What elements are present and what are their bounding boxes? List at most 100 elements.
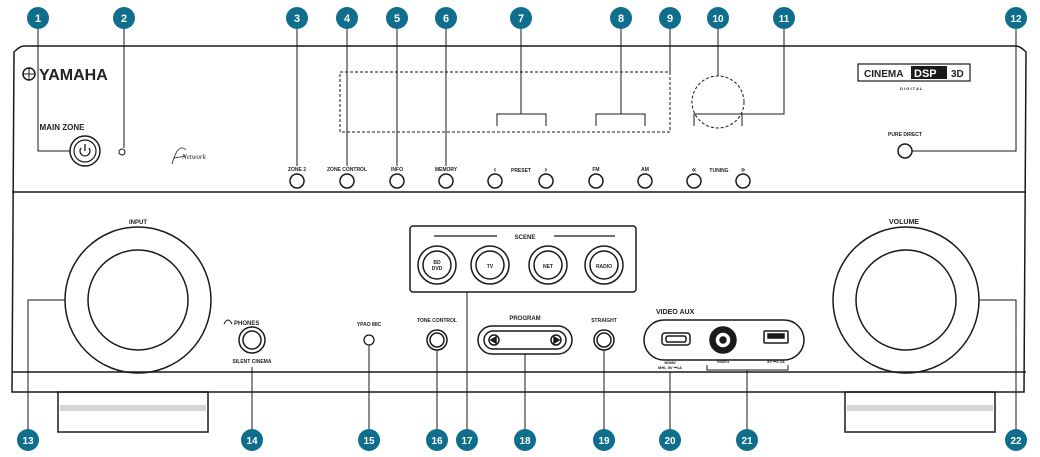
program-left-button[interactable] xyxy=(488,334,500,346)
leader-13 xyxy=(27,299,65,434)
pure-direct-label: PURE DIRECT xyxy=(888,132,922,138)
scene-dvd-label: DVD xyxy=(432,266,443,272)
callout-17: 17 xyxy=(461,436,473,447)
leader-12 xyxy=(912,28,1017,152)
zone2-label: ZONE 2 xyxy=(288,167,306,173)
am-label: AM xyxy=(641,167,649,173)
tuning-right-glyph: » xyxy=(741,165,746,174)
video-aux-frame xyxy=(643,319,805,361)
callout-10-badge xyxy=(707,7,729,29)
headphones-icon xyxy=(223,319,233,325)
scene-net-button[interactable] xyxy=(533,250,563,280)
foot-right xyxy=(844,391,996,433)
callout-5: 5 xyxy=(394,13,400,25)
leader-lines xyxy=(27,28,1017,434)
input-knob-inner[interactable] xyxy=(87,249,189,351)
tuning-left-button[interactable] xyxy=(686,173,702,189)
network-text: Network xyxy=(181,153,207,161)
callout-18-badge xyxy=(514,429,536,451)
callouts-bottom: 13 14 15 16 17 18 19 20 21 22 xyxy=(17,429,1027,451)
callout-3-badge xyxy=(286,7,308,29)
volume-knob-inner[interactable] xyxy=(855,249,957,351)
tuning-right-button[interactable] xyxy=(735,173,751,189)
video-aux-label: VIDEO AUX xyxy=(656,309,695,316)
straight-inner[interactable] xyxy=(596,332,612,348)
power-button[interactable] xyxy=(73,139,97,163)
input-knob-outer[interactable] xyxy=(64,226,212,374)
callout-6-badge xyxy=(435,7,457,29)
callout-20: 20 xyxy=(664,436,676,447)
input-label: INPUT xyxy=(129,220,147,226)
program-right-button[interactable] xyxy=(550,334,562,346)
zone2-button[interactable] xyxy=(289,173,305,189)
scene-tv-button[interactable] xyxy=(475,250,505,280)
pure-direct-button[interactable] xyxy=(897,143,913,159)
scene-net-button-ring[interactable] xyxy=(528,245,568,285)
preset-left-glyph: ‹ xyxy=(494,165,497,174)
callout-11-badge xyxy=(773,7,795,29)
callout-8-badge xyxy=(610,7,632,29)
scene-tv-button-ring[interactable] xyxy=(470,245,510,285)
callout-17-badge xyxy=(456,429,478,451)
foot-left xyxy=(57,391,209,433)
zone-control-button[interactable] xyxy=(339,173,355,189)
callout-12-badge xyxy=(1005,7,1027,29)
input-knob[interactable] xyxy=(64,226,212,374)
foot-right-shade xyxy=(847,405,993,411)
zone-control-label: ZONE CONTROL xyxy=(327,167,367,173)
scene-bd-dvd-button-ring[interactable] xyxy=(417,245,457,285)
video-aux-panel xyxy=(643,319,805,371)
tone-control-label: TONE CONTROL xyxy=(417,318,457,324)
callout-20-badge xyxy=(659,429,681,451)
program-label: PROGRAM xyxy=(509,316,540,322)
feet-shading xyxy=(60,405,993,411)
preset-left-button[interactable] xyxy=(487,173,503,189)
top-row-buttons[interactable] xyxy=(289,143,913,189)
video-jack-center xyxy=(719,336,727,344)
callout-16-badge xyxy=(426,429,448,451)
top-row-labels: ZONE 2 ZONE CONTROL INFO MEMORY PRESET ‹… xyxy=(288,132,922,174)
program-selector[interactable] xyxy=(477,325,573,355)
dsp-text: DSP xyxy=(914,68,937,80)
hdmi-port[interactable] xyxy=(661,332,691,346)
main-zone-label: MAIN ZONE xyxy=(40,123,86,132)
callout-13: 13 xyxy=(22,436,34,447)
usb-port[interactable] xyxy=(763,330,789,344)
preset-right-button[interactable] xyxy=(538,173,554,189)
leader-11 xyxy=(693,28,785,126)
callout-8: 8 xyxy=(618,13,624,25)
ypao-mic-jack[interactable] xyxy=(363,334,375,346)
volume-knob-outer[interactable] xyxy=(832,226,980,374)
phones-jack[interactable] xyxy=(238,326,266,354)
info-button[interactable] xyxy=(389,173,405,189)
preset-label: PRESET xyxy=(511,168,531,174)
straight-button[interactable] xyxy=(593,329,615,351)
phones-jack-outer[interactable] xyxy=(238,326,266,354)
tone-control-button[interactable] xyxy=(426,329,448,351)
standby-indicator xyxy=(118,148,126,156)
scene-radio-button[interactable] xyxy=(589,250,619,280)
memory-button[interactable] xyxy=(438,173,454,189)
leader-22 xyxy=(979,299,1017,434)
main-zone-power[interactable]: MAIN ZONE xyxy=(40,123,101,167)
am-button[interactable] xyxy=(637,173,653,189)
ypao-mic-label: YPAO MIC xyxy=(357,322,382,328)
callout-9-badge xyxy=(659,7,681,29)
leader-1 xyxy=(37,28,70,152)
scene-bd-dvd-button[interactable] xyxy=(422,250,452,280)
volume-knob[interactable] xyxy=(832,226,980,374)
remote-sensor xyxy=(691,75,745,129)
tuning-left-glyph: « xyxy=(692,165,697,174)
callout-4: 4 xyxy=(344,13,351,25)
tone-control-inner[interactable] xyxy=(429,332,445,348)
callout-7: 7 xyxy=(518,13,524,25)
usb-power-label: 5V ⎓2.1A xyxy=(767,359,785,364)
callout-21-badge xyxy=(736,429,758,451)
fm-button[interactable] xyxy=(588,173,604,189)
fm-label: FM xyxy=(592,167,599,173)
phones-jack-inner[interactable] xyxy=(242,330,262,350)
scene-label: SCENE xyxy=(515,235,536,241)
leader-7 xyxy=(496,28,547,126)
scene-radio-button-ring[interactable] xyxy=(584,245,624,285)
